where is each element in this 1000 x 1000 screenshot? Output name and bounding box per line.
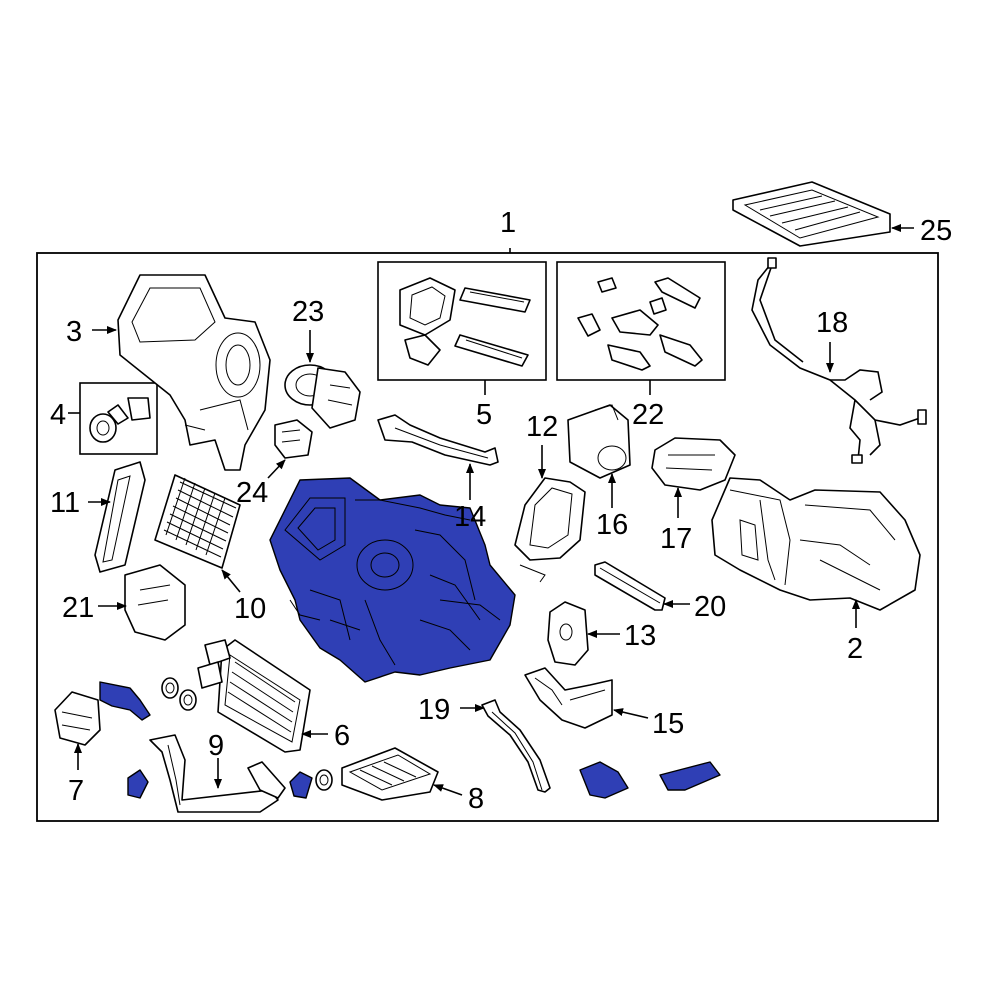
part-6-heater-core bbox=[197, 639, 311, 753]
part-9-pipes bbox=[149, 734, 286, 813]
part-2-hvac-case bbox=[711, 477, 921, 611]
part-20-seal-strip bbox=[594, 561, 666, 611]
callout-3: 3 bbox=[66, 316, 82, 348]
subgroup-box-22 bbox=[556, 261, 726, 381]
callout-11: 11 bbox=[50, 487, 80, 519]
o-rings bbox=[161, 677, 333, 791]
callout-16: 16 bbox=[596, 509, 628, 541]
callout-12: 12 bbox=[526, 411, 558, 443]
callout-21: 21 bbox=[62, 592, 94, 624]
part-10-cabin-filter bbox=[154, 474, 241, 569]
part-18-harness bbox=[751, 257, 927, 464]
part-3-blower-housing bbox=[117, 274, 271, 471]
callout-2: 2 bbox=[847, 633, 863, 665]
subgroup-box-5 bbox=[377, 261, 547, 381]
part-17-actuator bbox=[651, 437, 736, 491]
callout-14: 14 bbox=[454, 501, 486, 533]
part-7-module bbox=[54, 691, 101, 746]
callout-15: 15 bbox=[652, 708, 684, 740]
callout-7: 7 bbox=[68, 775, 84, 807]
part-23-blower-motor bbox=[284, 364, 361, 429]
callout-4: 4 bbox=[50, 399, 66, 431]
part-16-motor-actuator bbox=[567, 404, 631, 479]
callout-10: 10 bbox=[234, 593, 266, 625]
part-5-seals bbox=[399, 277, 531, 367]
part-21-actuator bbox=[124, 564, 186, 641]
callout-23: 23 bbox=[292, 296, 324, 328]
assembly-frame bbox=[36, 252, 939, 822]
part-19-drain-tube bbox=[481, 699, 551, 793]
callout-6: 6 bbox=[334, 720, 350, 752]
part-13-door bbox=[547, 601, 589, 666]
leader-10 bbox=[221, 569, 241, 593]
subgroup-box-4 bbox=[79, 382, 158, 455]
callout-1: 1 bbox=[500, 207, 516, 239]
part-24-resistor bbox=[274, 419, 313, 459]
part-4-grommet bbox=[89, 397, 151, 443]
callout-20: 20 bbox=[694, 591, 726, 623]
callout-8: 8 bbox=[468, 783, 484, 815]
leader-8 bbox=[433, 784, 463, 796]
leader-24 bbox=[267, 459, 286, 479]
part-12-bracket bbox=[514, 477, 586, 583]
leader-15 bbox=[613, 708, 649, 719]
clip-parts-highlighted bbox=[99, 681, 721, 799]
callout-17: 17 bbox=[660, 523, 692, 555]
callout-5: 5 bbox=[476, 399, 492, 431]
part-1-hvac-case-highlighted bbox=[269, 477, 516, 683]
callout-24: 24 bbox=[236, 477, 268, 509]
part-11-seal-panel bbox=[94, 461, 146, 573]
part-8-evaporator bbox=[341, 747, 439, 801]
callout-19: 19 bbox=[418, 694, 450, 726]
callout-18: 18 bbox=[816, 307, 848, 339]
callout-25: 25 bbox=[920, 215, 952, 247]
part-22-door-levers bbox=[577, 277, 703, 371]
callout-9: 9 bbox=[208, 730, 224, 762]
part-15-duct bbox=[524, 667, 613, 729]
part-14-linkage bbox=[377, 414, 499, 466]
callout-13: 13 bbox=[624, 620, 656, 652]
part-25-filter-tray bbox=[732, 181, 891, 247]
callout-22: 22 bbox=[632, 399, 664, 431]
